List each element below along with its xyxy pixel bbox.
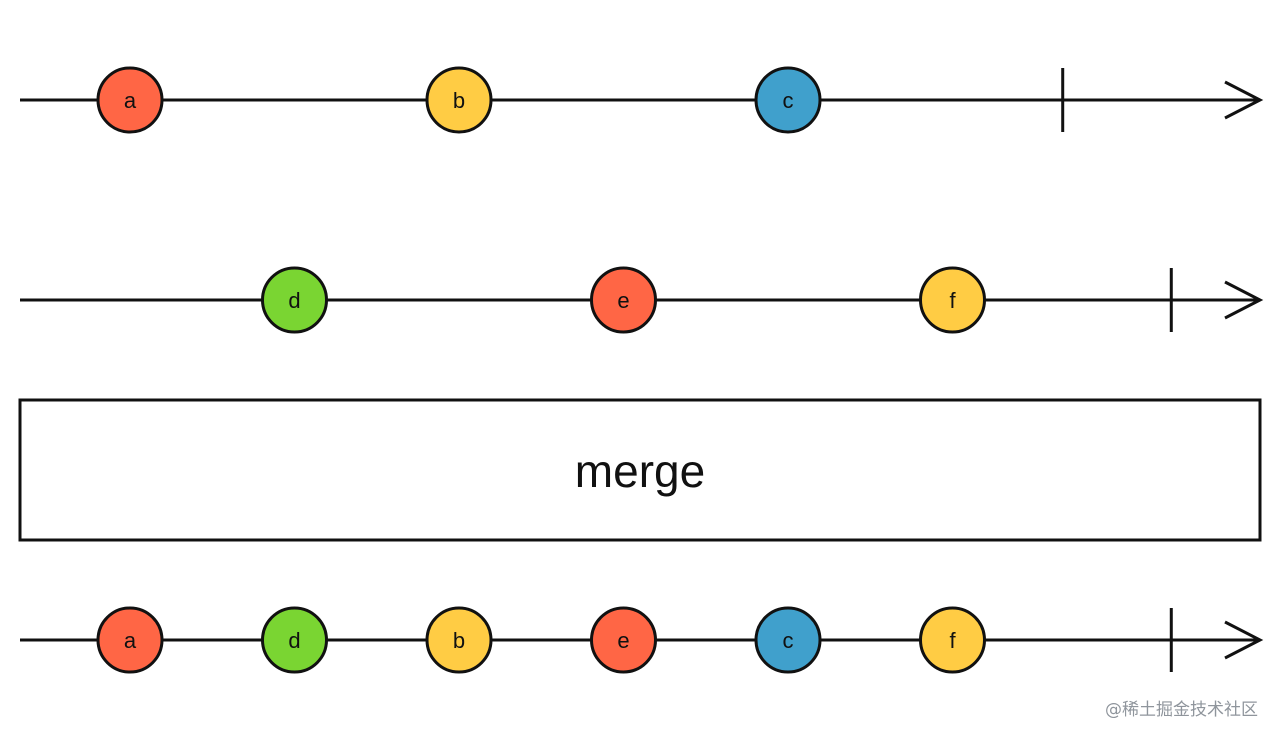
marble-label: f	[949, 288, 956, 313]
marble-label: b	[453, 88, 465, 113]
marble-circle	[919, 606, 986, 674]
marble-label: e	[617, 288, 629, 313]
input-stream-1: a b c	[20, 66, 1264, 134]
marble-label: a	[124, 88, 137, 113]
marble-a: a	[96, 66, 164, 134]
timeline-arrowhead	[1224, 620, 1264, 660]
marble-label: d	[288, 628, 300, 653]
marble-b: b	[425, 606, 493, 674]
marble-d: d	[261, 606, 328, 674]
marble-c: c	[754, 66, 822, 134]
marble-circle	[425, 66, 493, 134]
marble-label: f	[949, 628, 956, 653]
marble-label: e	[617, 628, 629, 653]
marble-label: a	[124, 628, 137, 653]
marble-label: b	[453, 628, 465, 653]
marble-label: c	[783, 628, 794, 653]
marble-e: e	[590, 606, 657, 674]
marble-circle	[96, 606, 164, 674]
marble-circle	[261, 606, 328, 674]
marble-label: c	[783, 88, 794, 113]
marble-e: e	[590, 266, 657, 334]
marble-f: f	[919, 266, 986, 334]
marble-a: a	[96, 606, 164, 674]
marble-c: c	[754, 606, 822, 674]
marble-circle	[261, 266, 328, 334]
marble-circle	[425, 606, 493, 674]
input-stream-2: d e f	[20, 266, 1264, 334]
operator-label: merge	[575, 445, 705, 497]
marble-circle	[590, 606, 657, 674]
marble-circle	[754, 66, 822, 134]
marble-circle	[590, 266, 657, 334]
marble-d: d	[261, 266, 328, 334]
watermark: @稀土掘金技术社区	[1105, 700, 1258, 720]
marble-circle	[754, 606, 822, 674]
marble-label: d	[288, 288, 300, 313]
marble-b: b	[425, 66, 493, 134]
marble-circle	[919, 266, 986, 334]
marble-circle	[96, 66, 164, 134]
timeline-arrowhead	[1224, 280, 1264, 320]
timeline-arrowhead	[1224, 80, 1264, 120]
operator-box: merge	[18, 398, 1262, 542]
marble-f: f	[919, 606, 986, 674]
